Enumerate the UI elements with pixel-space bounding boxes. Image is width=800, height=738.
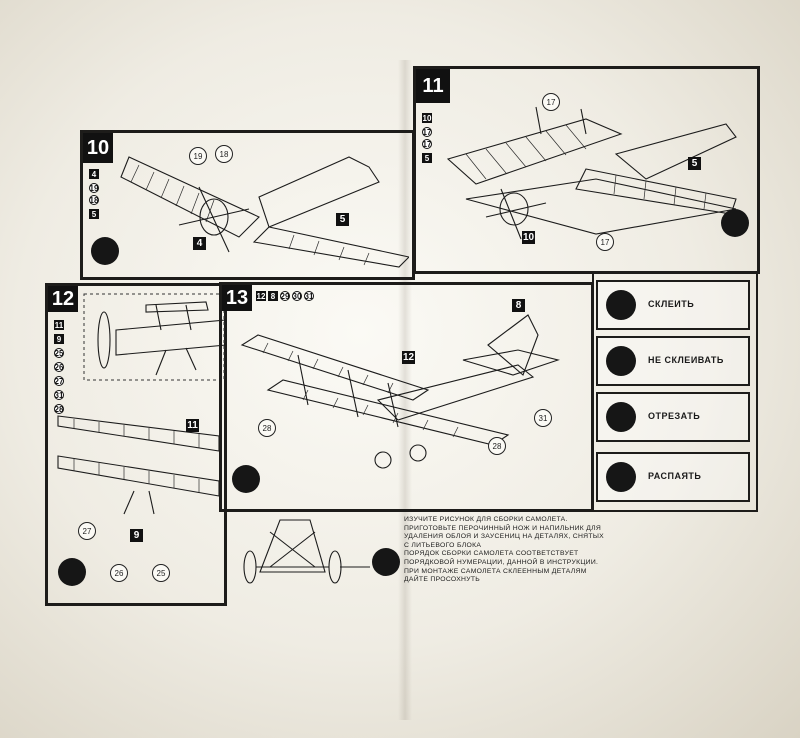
part-chip: 8 — [268, 291, 278, 301]
landing-gear-drawing — [57, 415, 220, 515]
do-not-glue-icon — [606, 346, 636, 376]
part-chip: 26 — [54, 362, 64, 372]
legend-cut: ОТРЕЗАТЬ — [596, 392, 750, 442]
part-chip: 27 — [54, 376, 64, 386]
fuselage-wing-drawing — [120, 156, 409, 268]
part-callout: 19 — [189, 147, 207, 165]
cut-icon — [606, 402, 636, 432]
step-number: 13 — [222, 285, 252, 311]
paper-fold — [398, 60, 412, 720]
step-12-panel: 12 11 9 25 26 27 31 28 — [45, 283, 227, 606]
legend-panel — [592, 272, 758, 512]
part-label: 4 — [193, 237, 206, 250]
part-chip: 29 — [280, 291, 290, 301]
part-chip: 12 — [256, 291, 266, 301]
biplane-wings-drawing — [446, 106, 737, 240]
step-11-panel: 11 10 17 17 5 17 17 5 10 — [413, 66, 760, 274]
part-chip: 11 — [54, 320, 64, 330]
part-label: 11 — [186, 419, 199, 432]
part-chip: 31 — [304, 291, 314, 301]
assembly-instructions: Изучите рисунок для сборки самолета. При… — [404, 516, 604, 585]
part-chip: 30 — [292, 291, 302, 301]
cockpit-detail-drawing — [83, 293, 227, 381]
part-callout: 17 — [596, 233, 614, 251]
part-chip: 5 — [89, 209, 99, 219]
part-chip: 5 — [422, 153, 432, 163]
part-chip: 18 — [89, 195, 99, 205]
instruction-paragraph: Изучите рисунок для сборки самолета. При… — [404, 516, 604, 549]
instruction-paragraph: При монтаже самолета склеенным деталям д… — [404, 567, 587, 584]
glue-tube-icon — [606, 290, 636, 320]
glue-tube-icon — [372, 548, 400, 576]
part-callout: 26 — [110, 564, 128, 582]
step-number: 11 — [416, 69, 450, 103]
part-callout: 27 — [78, 522, 96, 540]
part-label: 12 — [402, 351, 415, 364]
part-chip: 17 — [422, 127, 432, 137]
legend-no-glue: НЕ СКЛЕИВАТЬ — [596, 336, 750, 386]
part-callout: 31 — [534, 409, 552, 427]
part-chip: 19 — [89, 183, 99, 193]
legend-label: ОТРЕЗАТЬ — [648, 411, 701, 421]
part-label: 8 — [512, 299, 525, 312]
glue-tube-icon — [721, 209, 749, 237]
part-callout: 25 — [152, 564, 170, 582]
step-13-panel: 13 12 8 29 30 31 8 12 28 31 — [219, 282, 594, 512]
solder-icon — [606, 462, 636, 492]
legend-solder: РАСПАЯТЬ — [596, 452, 750, 502]
legend-label: РАСПАЯТЬ — [648, 471, 702, 481]
legend-label: СКЛЕИТЬ — [648, 299, 695, 309]
part-chip: 28 — [54, 404, 64, 414]
part-chip: 10 — [422, 113, 432, 123]
glue-tube-icon — [58, 558, 86, 586]
part-callout: 28 — [258, 419, 276, 437]
part-chip: 25 — [54, 348, 64, 358]
part-chip: 9 — [54, 334, 64, 344]
instruction-paragraph: Порядок сборки самолета соответствует по… — [404, 550, 599, 566]
complete-biplane-drawing — [240, 314, 560, 469]
part-label: 9 — [130, 529, 143, 542]
part-label: 5 — [336, 213, 349, 226]
part-chip: 4 — [89, 169, 99, 179]
part-chip: 17 — [422, 139, 432, 149]
glue-tube-icon — [91, 237, 119, 265]
part-callout: 28 — [488, 437, 506, 455]
part-chip: 31 — [54, 390, 64, 400]
part-callout: 17 — [542, 93, 560, 111]
glue-tube-icon — [232, 465, 260, 493]
step-number: 12 — [48, 286, 78, 312]
step-number: 10 — [83, 133, 113, 163]
step-10-panel: 10 4 19 18 5 19 18 5 4 — [80, 130, 415, 280]
legend-glue: СКЛЕИТЬ — [596, 280, 750, 330]
part-label: 10 — [522, 231, 535, 244]
part-callout: 18 — [215, 145, 233, 163]
legend-label: НЕ СКЛЕИВАТЬ — [648, 355, 724, 365]
undercarriage-drawing — [243, 519, 370, 584]
part-label: 5 — [688, 157, 701, 170]
